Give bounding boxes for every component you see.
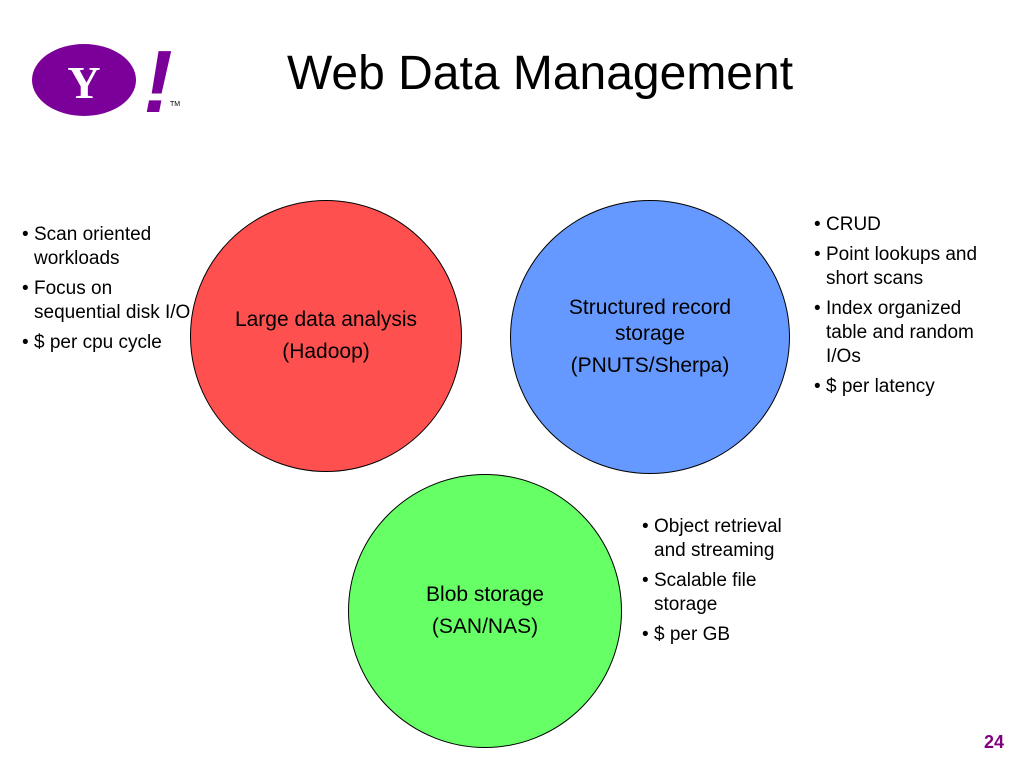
list-item: CRUD <box>814 213 984 237</box>
list-item: Object retrieval and streaming <box>642 515 802 563</box>
yahoo-logo: Y ! TM <box>32 32 180 120</box>
blob-label: Blob storage <box>426 583 544 606</box>
blob-bullet-list: Object retrieval and streaming Scalable … <box>642 515 802 653</box>
blob-sublabel: (SAN/NAS) <box>431 615 539 638</box>
logo-exclamation: ! <box>143 32 172 120</box>
list-item: $ per latency <box>814 375 984 399</box>
list-item: Point lookups and short scans <box>814 243 984 291</box>
pnuts-label: Structured record storage <box>568 296 732 345</box>
logo-oval <box>32 44 136 116</box>
hadoop-sublabel: (Hadoop) <box>282 340 370 363</box>
hadoop-bullet-list: Scan oriented workloads Focus on sequent… <box>22 223 192 361</box>
hadoop-label: Large data analysis <box>234 308 418 331</box>
list-item: $ per cpu cycle <box>22 331 192 355</box>
list-item: Index organized table and random I/Os <box>814 297 984 369</box>
logo-letter: Y <box>67 57 100 108</box>
hadoop-circle: Large data analysis (Hadoop) <box>190 200 462 472</box>
page-number: 24 <box>983 732 1004 752</box>
list-item: $ per GB <box>642 623 802 647</box>
list-item: Scalable file storage <box>642 569 802 617</box>
logo-trademark: TM <box>170 101 180 108</box>
blob-circle: Blob storage (SAN/NAS) <box>348 474 622 748</box>
slide-title: Web Data Management <box>286 47 794 100</box>
pnuts-bullet-list: CRUD Point lookups and short scans Index… <box>814 213 984 405</box>
list-item: Focus on sequential disk I/O <box>22 277 192 325</box>
pnuts-sublabel: (PNUTS/Sherpa) <box>570 354 730 377</box>
pnuts-circle: Structured record storage (PNUTS/Sherpa) <box>510 200 790 474</box>
list-item: Scan oriented workloads <box>22 223 192 271</box>
